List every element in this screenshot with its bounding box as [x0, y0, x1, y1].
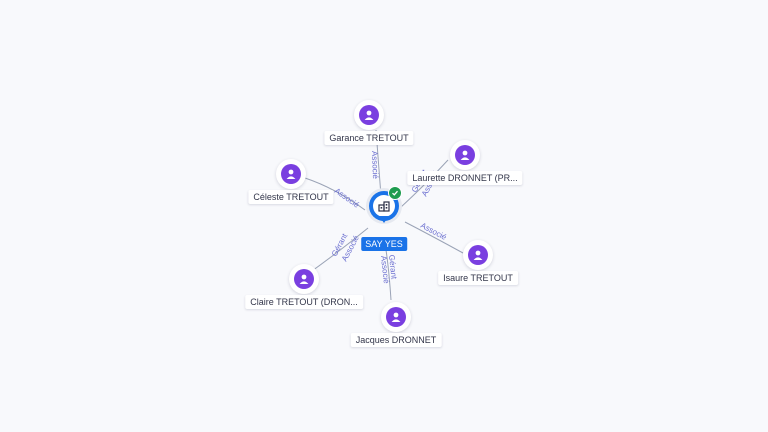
edge-isaure — [404, 221, 464, 254]
company-name: SAY YES — [361, 237, 407, 251]
edge-label-jacques-gerant: Gérant — [387, 254, 399, 280]
edge-label-celeste-associe: Associé — [333, 186, 362, 210]
edge-label-garance-associe: Associé — [370, 151, 380, 180]
person-name: Jacques DRONNET — [350, 333, 442, 347]
person-icon — [391, 312, 401, 322]
person-icon — [299, 274, 309, 284]
avatar — [276, 159, 306, 189]
person-icon — [286, 169, 296, 179]
edge-celeste — [304, 177, 366, 211]
person-icon — [473, 250, 483, 260]
building-icon — [378, 201, 390, 212]
person-icon — [364, 110, 374, 120]
company-pin — [366, 186, 402, 224]
person-name: Laurette DRONNET (PR... — [407, 171, 523, 185]
person-name: Isaure TRETOUT — [438, 271, 518, 285]
avatar — [289, 264, 319, 294]
edge-jacques — [385, 249, 392, 301]
avatar — [463, 240, 493, 270]
avatar — [450, 140, 480, 170]
edge-label-jacques-associe: Associé — [379, 255, 391, 284]
verified-check-icon — [388, 186, 402, 200]
person-name: Céleste TRETOUT — [248, 190, 334, 204]
avatar — [381, 302, 411, 332]
avatar — [354, 100, 384, 130]
person-name: Garance TRETOUT — [324, 131, 414, 145]
person-name: Claire TRETOUT (DRON... — [245, 295, 363, 309]
person-icon — [460, 150, 470, 160]
